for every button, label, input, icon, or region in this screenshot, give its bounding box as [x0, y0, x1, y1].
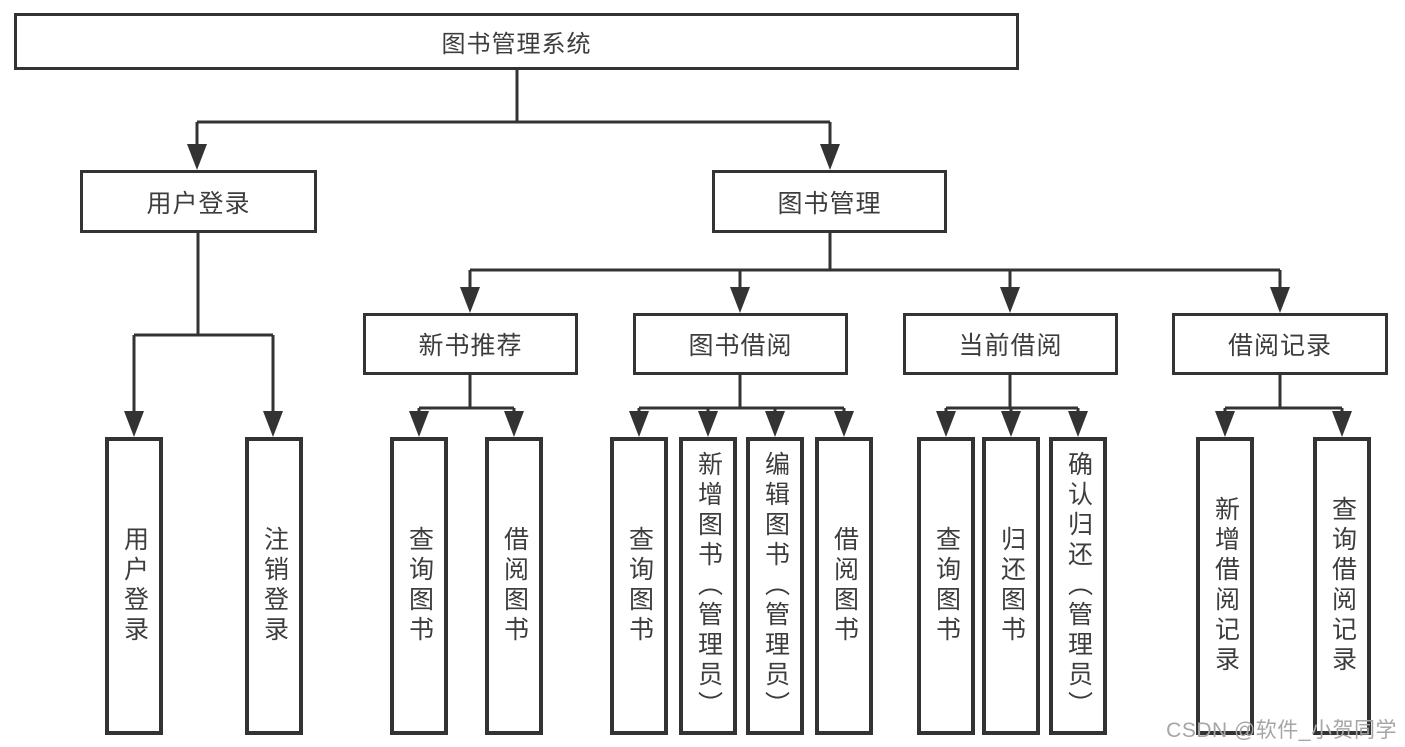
leaf-edit-books-admin: 编辑图书（管理员）	[746, 437, 804, 735]
leaf-query-books-current-label: 查询图书	[932, 526, 961, 646]
node-library-system: 图书管理系统	[14, 13, 1019, 70]
leaf-edit-books-admin-label: 编辑图书（管理员）	[761, 451, 790, 721]
node-user-login: 用户登录	[80, 170, 317, 233]
leaf-logout-label: 注销登录	[260, 526, 289, 646]
leaf-add-borrow-record: 新增借阅记录	[1196, 437, 1254, 735]
leaf-borrow-books-newbook: 借阅图书	[485, 437, 543, 735]
leaf-add-borrow-record-label: 新增借阅记录	[1211, 496, 1240, 676]
node-book-management: 图书管理	[712, 170, 947, 233]
node-new-book-recommendation: 新书推荐	[363, 313, 578, 375]
leaf-query-books-borrow-label: 查询图书	[625, 526, 654, 646]
leaf-user-login: 用户登录	[105, 437, 163, 735]
watermark: CSDN @软件_小贺同学	[1166, 719, 1397, 742]
node-current-borrowing: 当前借阅	[903, 313, 1118, 375]
node-borrowing-records: 借阅记录	[1172, 313, 1388, 375]
leaf-query-books-borrow: 查询图书	[610, 437, 668, 735]
leaf-borrow-books-newbook-label: 借阅图书	[500, 526, 529, 646]
leaf-borrow-books-borrow: 借阅图书	[815, 437, 873, 735]
leaf-add-books-admin: 新增图书（管理员）	[679, 437, 737, 735]
leaf-confirm-return-admin: 确认归还（管理员）	[1049, 437, 1107, 735]
node-book-borrowing-label: 图书借阅	[688, 332, 793, 360]
leaf-confirm-return-admin-label: 确认归还（管理员）	[1064, 451, 1093, 721]
leaf-query-books-newbook-label: 查询图书	[405, 526, 434, 646]
node-book-management-label: 图书管理	[777, 189, 882, 218]
leaf-borrow-books-borrow-label: 借阅图书	[830, 526, 859, 646]
node-book-borrowing: 图书借阅	[633, 313, 848, 375]
node-borrowing-records-label: 借阅记录	[1227, 332, 1332, 360]
node-library-system-label: 图书管理系统	[441, 31, 592, 58]
leaf-query-borrow-record: 查询借阅记录	[1313, 437, 1371, 735]
leaf-query-books-newbook: 查询图书	[390, 437, 448, 735]
leaf-logout: 注销登录	[245, 437, 303, 735]
leaf-return-books: 归还图书	[982, 437, 1040, 735]
leaf-query-borrow-record-label: 查询借阅记录	[1328, 496, 1357, 676]
node-current-borrowing-label: 当前借阅	[958, 332, 1063, 360]
leaf-return-books-label: 归还图书	[997, 526, 1026, 646]
node-new-book-recommendation-label: 新书推荐	[418, 332, 523, 360]
node-user-login-label: 用户登录	[146, 189, 251, 218]
leaf-user-login-label: 用户登录	[120, 526, 149, 646]
leaf-query-books-current: 查询图书	[917, 437, 975, 735]
leaf-add-books-admin-label: 新增图书（管理员）	[694, 451, 723, 721]
